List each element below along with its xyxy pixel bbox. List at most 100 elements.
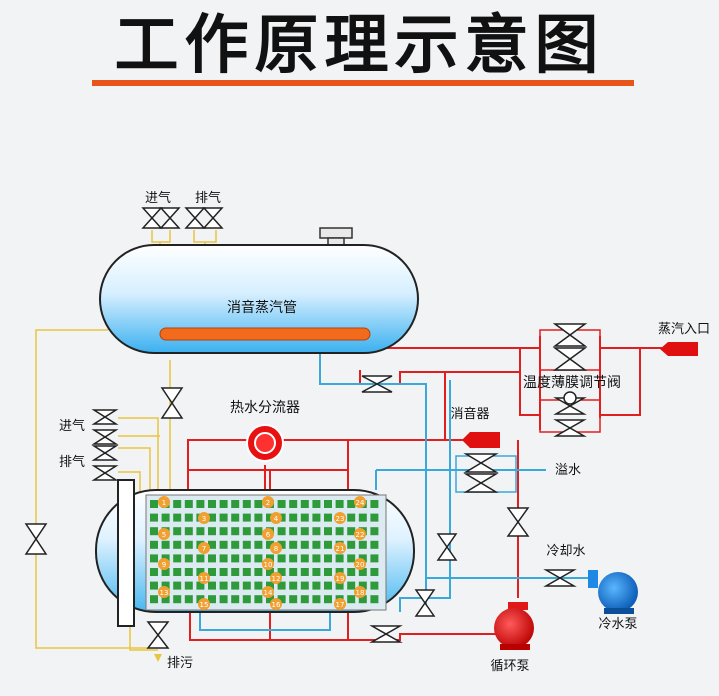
tube-number-marker	[270, 598, 282, 610]
tube-cell	[347, 540, 356, 549]
tube-cell	[289, 568, 298, 576]
tube-number-marker	[334, 542, 346, 554]
tube-number-marker	[270, 572, 282, 584]
tube-cell	[208, 568, 216, 576]
tube-cell	[300, 595, 309, 604]
tube-number-label: 15	[200, 601, 209, 609]
tube-cell	[358, 540, 367, 549]
tube-cell	[184, 568, 193, 576]
tube-number-marker	[198, 512, 210, 524]
tube-cell	[335, 500, 344, 508]
tube-number-label: 10	[264, 561, 273, 569]
tube-cell	[196, 527, 205, 536]
page-title: 工作原理示意图	[114, 9, 605, 83]
tube-cell	[150, 581, 158, 590]
tube-cell	[347, 513, 356, 522]
tube-cell	[173, 540, 182, 549]
tube-cell	[266, 513, 274, 522]
tube-cell	[300, 554, 309, 563]
tube-cell	[335, 527, 344, 536]
tube-cell	[289, 513, 298, 522]
tube-cell	[196, 554, 205, 563]
tube-cell	[300, 527, 309, 536]
tube-cell	[324, 513, 332, 522]
tube-cell	[324, 540, 332, 549]
tube-number-marker	[158, 496, 170, 508]
tube-cell	[347, 568, 356, 576]
tube-cell	[231, 568, 240, 576]
tube-cell	[254, 581, 263, 590]
tube-number-marker	[270, 512, 282, 524]
tube-cell	[370, 540, 379, 549]
vent-pipes	[35, 230, 217, 651]
tube-cell	[150, 527, 158, 536]
tube-number-marker	[354, 496, 366, 508]
tube-cell	[219, 513, 228, 522]
tube-cell	[150, 568, 158, 576]
tube-cell	[254, 595, 263, 604]
hot-water-header-label: 热水分流器	[230, 400, 300, 416]
tube-cell	[150, 513, 158, 522]
tube-cell	[173, 554, 182, 563]
tube-cell	[242, 554, 251, 563]
tube-cell	[358, 568, 367, 576]
muffler	[462, 432, 500, 448]
tube-number-marker	[334, 598, 346, 610]
tube-number-marker	[158, 586, 170, 598]
tube-cell	[370, 500, 379, 508]
tube-number-marker	[158, 528, 170, 540]
tube-cell	[312, 527, 321, 536]
tube-cell	[242, 513, 251, 522]
drain-arrow	[154, 654, 162, 662]
tube-cell	[312, 595, 321, 604]
tube-cell	[312, 568, 321, 576]
tube-cell	[150, 540, 158, 549]
tube-cell	[173, 595, 182, 604]
steam-line-valve	[361, 375, 393, 393]
tube-cell	[219, 581, 228, 590]
tube-cell	[208, 527, 216, 536]
tube-cell	[231, 540, 240, 549]
tube-cell	[300, 581, 309, 590]
tube-number-label: 1	[162, 499, 166, 507]
circulation-pump	[494, 602, 534, 650]
tube-cell	[266, 540, 274, 549]
tube-cell	[208, 500, 216, 508]
tube-cell	[184, 500, 193, 508]
tube-cell	[312, 500, 321, 508]
tube-cell	[184, 595, 193, 604]
tube-cell	[324, 500, 332, 508]
tube-number-marker	[198, 572, 210, 584]
tube-cell	[289, 500, 298, 508]
tube-cell	[370, 568, 379, 576]
tube-number-label: 9	[162, 561, 166, 569]
tube-cell	[370, 581, 379, 590]
tube-cell	[324, 554, 332, 563]
tube-cell	[347, 595, 356, 604]
tube-cell	[219, 568, 228, 576]
tube-number-marker	[158, 558, 170, 570]
tube-cell	[208, 554, 216, 563]
tube-cell	[370, 595, 379, 604]
tube-cell	[277, 540, 286, 549]
cold-water-pump	[588, 570, 638, 614]
overflow-valves	[455, 453, 517, 493]
tube-cell	[358, 554, 367, 563]
tube-cell	[300, 513, 309, 522]
tube-number-label: 17	[336, 601, 345, 609]
tube-number-label: 5	[162, 531, 166, 539]
steam-inlet-label: 蒸汽入口	[658, 322, 710, 337]
tube-number-marker	[334, 512, 346, 524]
tube-cell	[289, 595, 298, 604]
tube-cell	[324, 581, 332, 590]
tube-cell	[289, 554, 298, 563]
tube-number-marker	[354, 528, 366, 540]
tube-cell	[358, 581, 367, 590]
tube-number-label: 4	[274, 515, 279, 523]
tube-cell	[161, 581, 170, 590]
cold-water-pump-label: 冷水泵	[598, 617, 637, 632]
tube-cell	[196, 581, 205, 590]
overflow-label: 溢水	[555, 463, 581, 478]
tube-cell	[358, 513, 367, 522]
